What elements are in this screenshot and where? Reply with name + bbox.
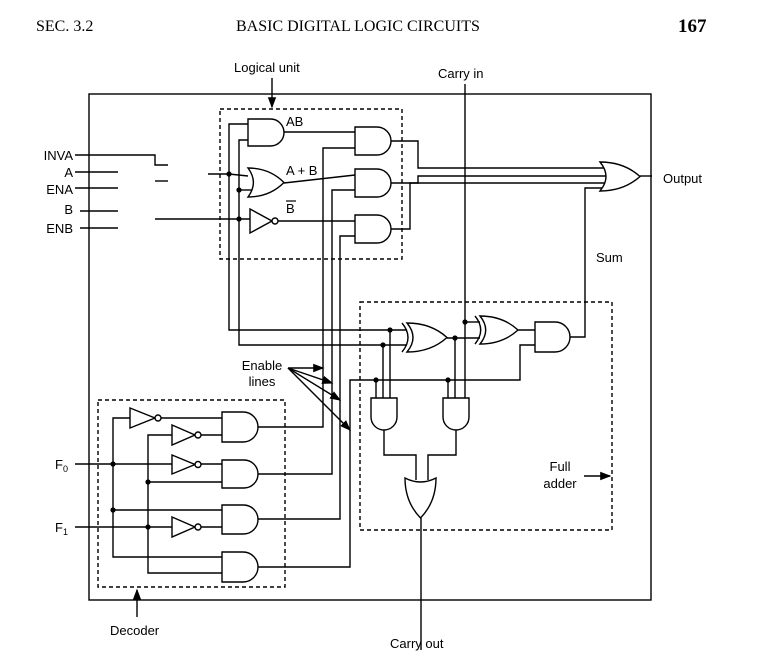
a-bus (228, 123, 407, 331)
junction-dot (236, 187, 242, 193)
ena-label: ENA (46, 182, 73, 197)
and-gate-sum-enable (534, 321, 571, 353)
inverter-bubble (194, 431, 202, 439)
or-gate-output (598, 161, 642, 192)
and-gate-enable-aorb (354, 168, 392, 198)
decoder-box (97, 399, 286, 588)
junction-dot (373, 377, 379, 383)
page-number: 167 (678, 16, 707, 37)
a-plus-b-label: A + B (286, 163, 317, 178)
and-gate-enable-ab (354, 126, 392, 156)
sum-label: Sum (596, 250, 623, 265)
xor-gate-adder-2 (478, 315, 520, 345)
junction-dot (145, 524, 151, 530)
f1-bus (147, 434, 222, 574)
and-gate-carry-2 (442, 397, 470, 431)
enable-lines-label-1: Enable (242, 358, 282, 373)
junction-dot (110, 507, 116, 513)
section-label: SEC. 3.2 (36, 18, 94, 35)
not-gate-b (249, 207, 274, 235)
enb-label: ENB (46, 221, 73, 236)
junction-dot (110, 461, 116, 467)
junction-dot (226, 171, 232, 177)
enable-line-1 (258, 189, 355, 475)
and-gate-enable-bnot (354, 214, 392, 244)
carry-out-label: Carry out (390, 636, 444, 651)
or-gate-carry-out (404, 476, 437, 520)
wire (427, 430, 457, 480)
and3-out (391, 182, 606, 230)
enable-line-2 (258, 235, 355, 520)
enable-line-0 (258, 147, 355, 428)
not-gate-f0 (129, 406, 157, 430)
output-label: Output (663, 171, 702, 186)
xor-gate-adder-1 (405, 322, 449, 353)
aorb-out (283, 174, 356, 184)
decoder-and-0 (221, 411, 259, 443)
not-gate-f0-b (171, 453, 197, 476)
junction-dot (445, 377, 451, 383)
junction-dot (380, 342, 386, 348)
full-adder-box (359, 301, 613, 531)
not-gate-f1-b (171, 515, 197, 539)
decoder-label: Decoder (110, 623, 160, 638)
xor-input-curve (474, 315, 482, 345)
b-label: B (64, 202, 73, 217)
carry-in-label: Carry in (438, 66, 484, 81)
and1-out (391, 140, 604, 169)
and-gate-ab (247, 118, 285, 147)
or-gate-a-plus-b (246, 167, 285, 198)
wire (383, 430, 417, 480)
sum-wire (570, 187, 603, 338)
xor-input-curve (401, 322, 409, 353)
junction-dot (387, 327, 393, 333)
f0-label: F0 (55, 457, 68, 474)
b-not-label: B (286, 201, 295, 216)
decoder-and-2 (221, 504, 259, 535)
junction-dot (462, 319, 468, 325)
f0-bus (112, 417, 222, 558)
junction-dot (236, 216, 242, 222)
and-gate-carry-1 (370, 397, 398, 431)
inva-wire (75, 154, 168, 166)
inverter-bubble (271, 217, 279, 225)
enable-lines-pointer (287, 367, 334, 384)
logical-unit-box (219, 108, 403, 260)
and2-out (391, 175, 606, 184)
junction-dot (145, 479, 151, 485)
enable-line-3 (258, 344, 535, 568)
a-label: A (64, 165, 73, 180)
inverter-bubble (194, 460, 202, 469)
decoder-and-1 (221, 459, 259, 489)
full-adder-label-2: adder (543, 476, 577, 491)
running-title: BASIC DIGITAL LOGIC CIRCUITS (236, 18, 480, 35)
inverter-bubble (154, 414, 162, 422)
junction-dot (452, 335, 458, 341)
enable-lines-label-2: lines (249, 374, 276, 389)
ab-label: AB (286, 114, 303, 129)
alu-outer-box (88, 93, 652, 601)
full-adder-label-1: Full (550, 459, 571, 474)
f1-label: F1 (55, 520, 68, 537)
not-gate-f1 (171, 423, 197, 447)
inva-label: INVA (44, 148, 74, 163)
logical-unit-label: Logical unit (234, 60, 300, 75)
inverter-bubble (194, 523, 202, 531)
decoder-and-3 (221, 551, 259, 583)
